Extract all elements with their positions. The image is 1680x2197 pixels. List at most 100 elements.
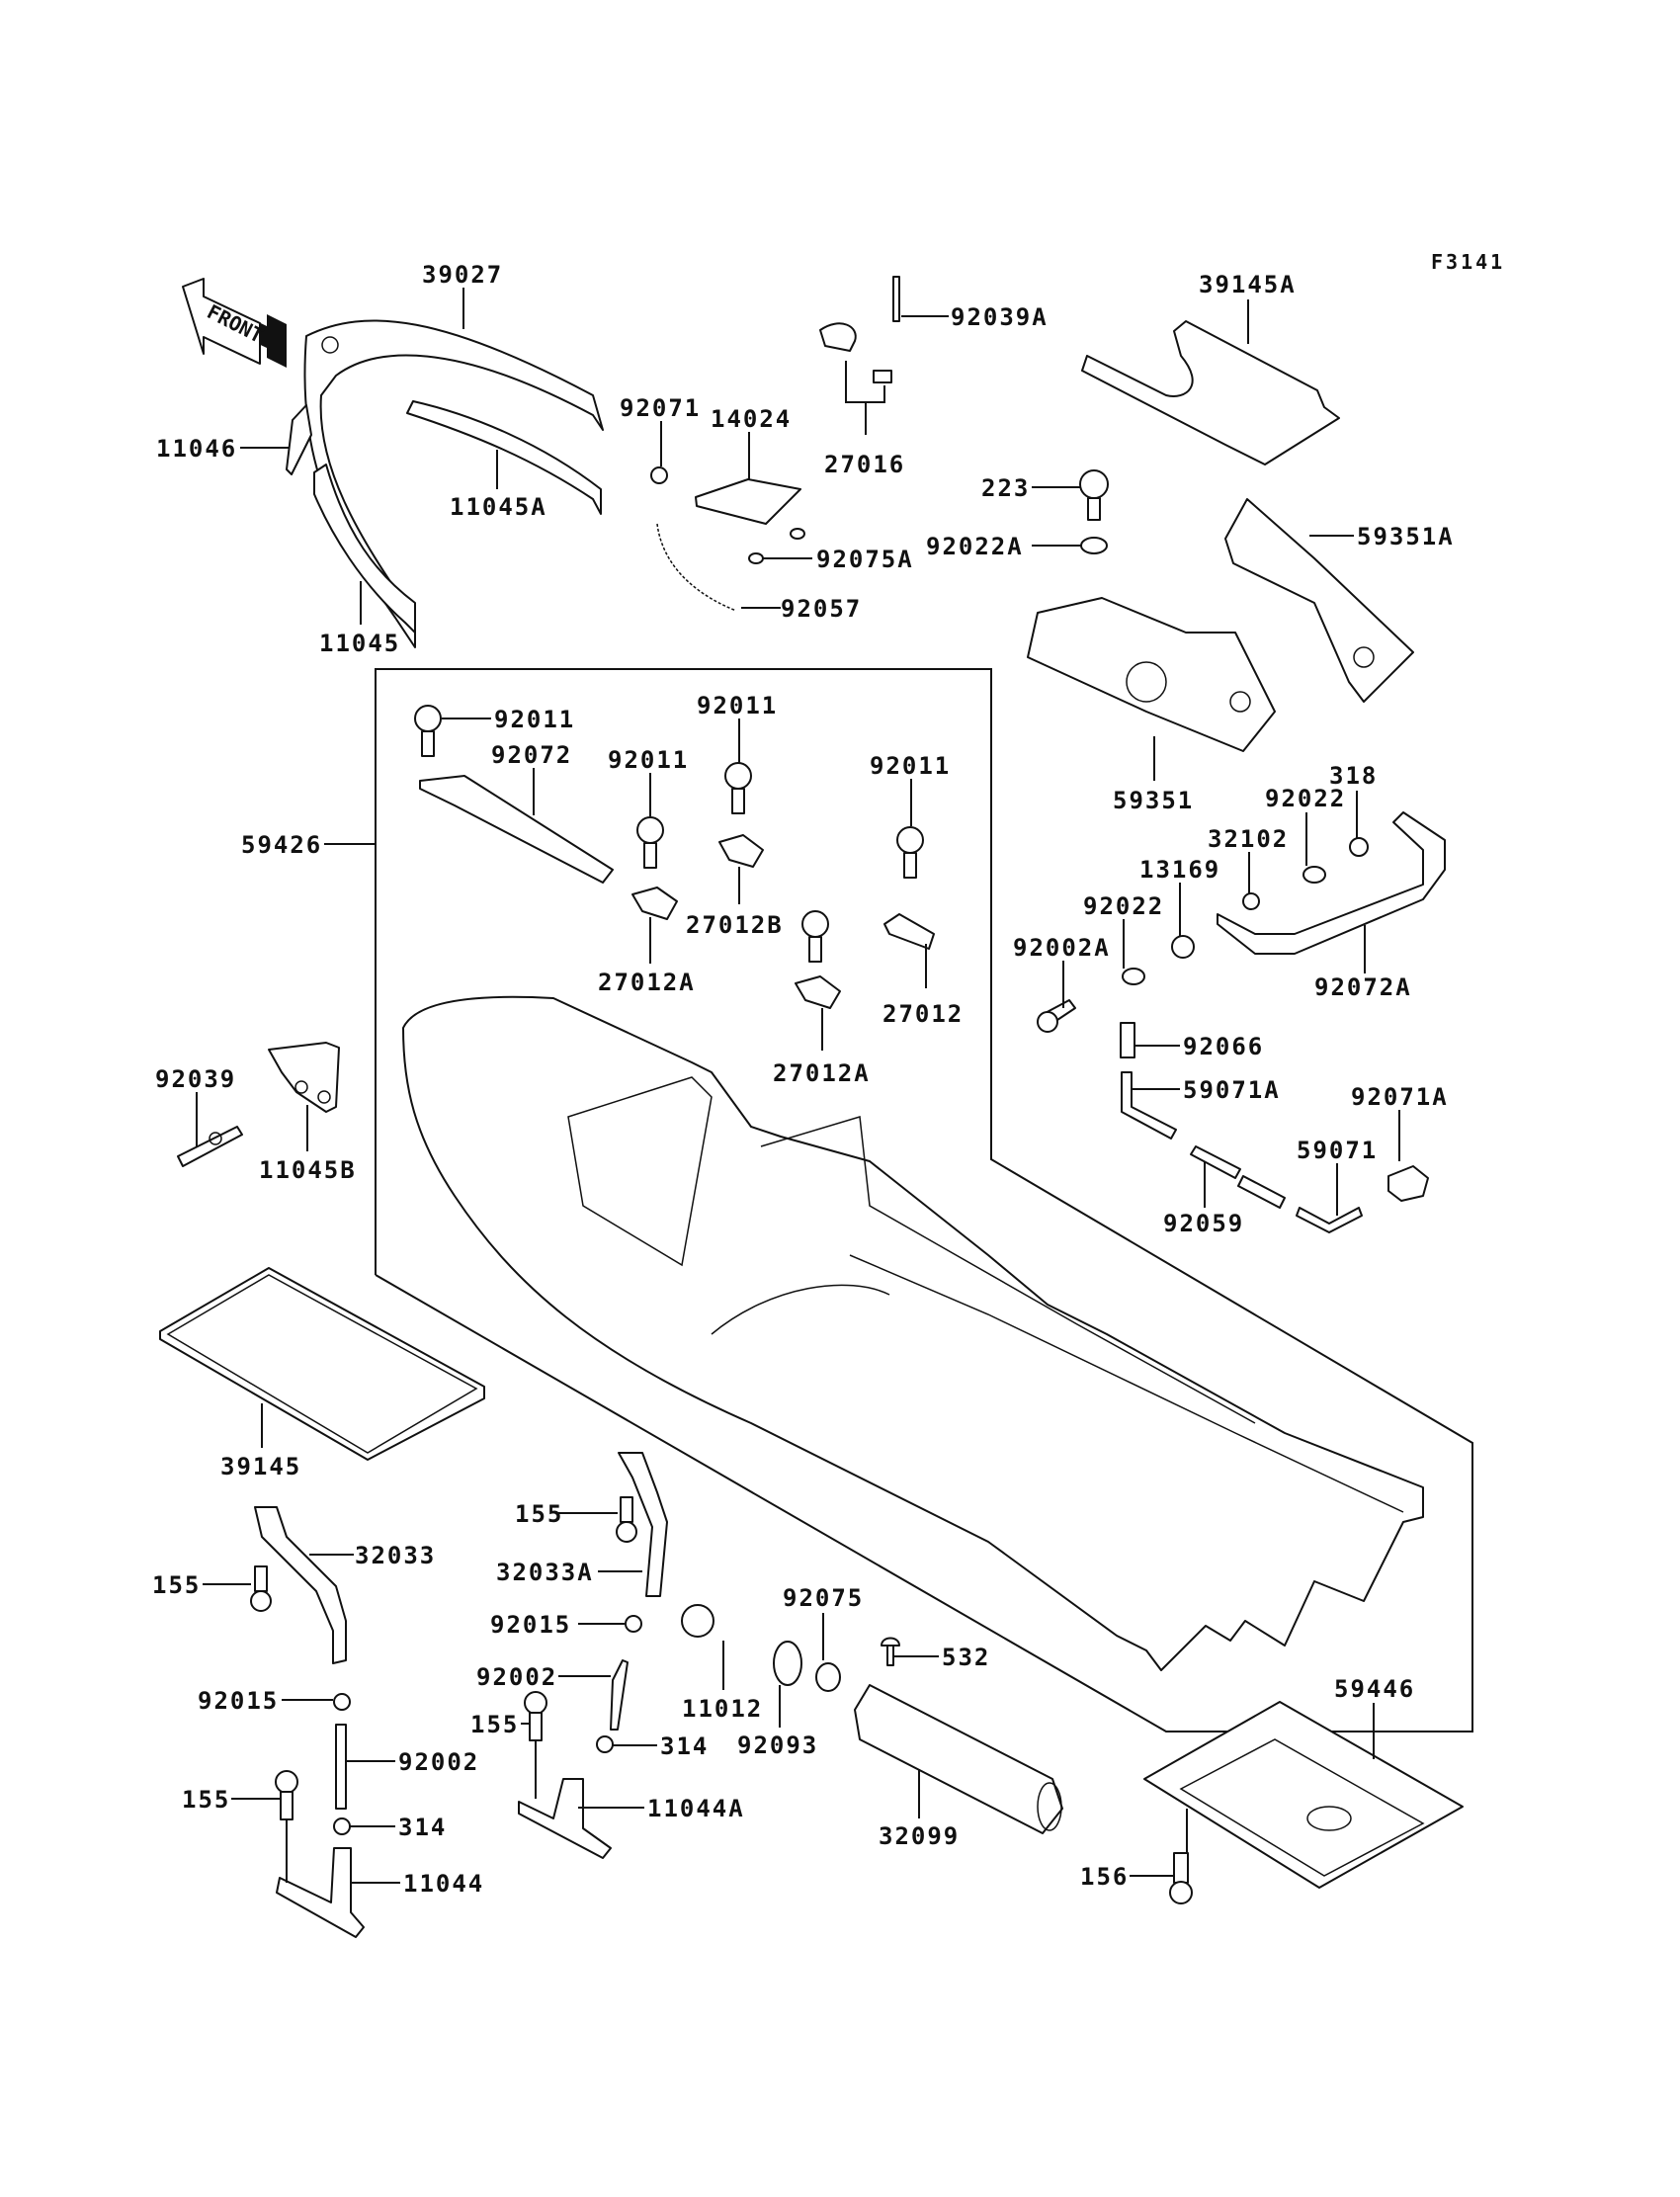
rail-39027 xyxy=(303,319,604,648)
pin-92039 xyxy=(177,1126,243,1167)
cap-92075a-2 xyxy=(748,552,764,564)
label-92002a: 92002A xyxy=(1013,934,1111,962)
label-314-1: 314 xyxy=(660,1732,709,1760)
fitting-92066 xyxy=(1120,1022,1135,1058)
label-59071a: 59071A xyxy=(1183,1076,1281,1104)
label-92039: 92039 xyxy=(155,1065,236,1093)
washer-92022-upper xyxy=(1302,866,1326,884)
collar-13169 xyxy=(1171,935,1195,959)
chain-92057 xyxy=(656,523,737,612)
label-92022a: 92022A xyxy=(926,533,1024,560)
label-92071: 92071 xyxy=(620,394,701,422)
label-32099: 32099 xyxy=(879,1822,960,1850)
label-92039a: 92039A xyxy=(951,303,1049,331)
label-156: 156 xyxy=(1080,1863,1129,1891)
label-39027: 39027 xyxy=(422,261,503,289)
label-11044: 11044 xyxy=(403,1870,484,1898)
label-59071: 59071 xyxy=(1297,1137,1378,1164)
label-27016: 27016 xyxy=(824,451,905,478)
stay-11044 xyxy=(276,1847,365,1938)
label-314-2: 314 xyxy=(398,1814,447,1841)
bolt-155-group xyxy=(250,1496,637,1820)
label-11045: 11045 xyxy=(319,630,400,657)
label-92015-1: 92015 xyxy=(490,1611,571,1639)
plate-59446 xyxy=(1143,1701,1464,1889)
mat-39145 xyxy=(159,1267,485,1461)
grommet-92071 xyxy=(650,466,668,484)
label-92071a: 92071A xyxy=(1351,1083,1449,1111)
fitting-11012 xyxy=(681,1604,714,1638)
front-arrow-icon: FRONT xyxy=(182,278,287,368)
bushing-32102 xyxy=(1242,892,1260,910)
screw-223 xyxy=(1079,469,1109,499)
label-92022-2: 92022 xyxy=(1083,892,1164,920)
cover-59351a xyxy=(1224,498,1414,703)
label-27012a-1: 27012A xyxy=(598,969,696,996)
strip-11045 xyxy=(313,464,416,634)
connector-92071a xyxy=(1387,1165,1429,1202)
hull-59426 xyxy=(402,995,1424,1671)
washer-92022a xyxy=(1080,537,1108,554)
label-13169: 13169 xyxy=(1139,856,1220,884)
label-27012a-2: 27012A xyxy=(773,1059,871,1087)
figure-id: F3141 xyxy=(1431,250,1505,274)
nut-stud-group xyxy=(333,1615,642,1835)
tube-32099 xyxy=(854,1684,1063,1834)
label-11045b: 11045B xyxy=(259,1156,357,1184)
group-label-59426: 59426 xyxy=(241,831,322,859)
label-11012: 11012 xyxy=(682,1695,763,1723)
label-92059: 92059 xyxy=(1163,1210,1244,1237)
callout-labels: 39027 11046 11045A 11045 92071 14024 920… xyxy=(152,261,1455,1898)
nut-318 xyxy=(1349,837,1369,857)
label-223: 223 xyxy=(981,474,1030,502)
stay-11044a xyxy=(518,1778,612,1859)
label-92066: 92066 xyxy=(1183,1033,1264,1060)
hull-group-frame xyxy=(375,668,1473,1732)
label-32102: 32102 xyxy=(1208,825,1289,853)
bracket-11046 xyxy=(286,404,312,475)
label-92011-3: 92011 xyxy=(697,692,778,719)
label-27012b: 27012B xyxy=(686,911,784,939)
pin-92039a xyxy=(892,276,900,322)
handle-92072a xyxy=(1217,811,1446,955)
hardware-cluster-59426 xyxy=(414,705,935,1009)
label-59446: 59446 xyxy=(1334,1675,1415,1703)
strip-11045a xyxy=(406,400,602,515)
label-92072a: 92072A xyxy=(1314,973,1412,1001)
cover-59351 xyxy=(1027,597,1276,752)
label-155-3: 155 xyxy=(152,1571,201,1599)
bolt-156 xyxy=(1173,1852,1189,1884)
bracket-11045b xyxy=(268,1042,340,1113)
hose-92059-1 xyxy=(1190,1145,1241,1179)
label-14024: 14024 xyxy=(711,405,792,433)
cap-92075a-1 xyxy=(790,528,805,540)
label-11046: 11046 xyxy=(156,435,237,463)
plate-14024 xyxy=(695,478,801,525)
label-59351: 59351 xyxy=(1113,787,1194,814)
cap-92075 xyxy=(815,1662,841,1692)
label-92057: 92057 xyxy=(781,595,862,623)
label-92022-1: 92022 xyxy=(1265,785,1346,812)
rivet-532 xyxy=(881,1637,900,1666)
label-59351a: 59351A xyxy=(1357,523,1455,550)
label-92072: 92072 xyxy=(491,741,572,769)
label-532: 532 xyxy=(942,1644,990,1671)
mat-39145a xyxy=(1081,320,1340,465)
hose-92059-2 xyxy=(1237,1175,1286,1209)
washer-92022-lower xyxy=(1122,968,1145,985)
label-92011-4: 92011 xyxy=(870,752,951,780)
label-92002-1: 92002 xyxy=(476,1663,557,1691)
pipe-59071a xyxy=(1121,1071,1177,1140)
label-155-4: 155 xyxy=(182,1786,230,1814)
label-155-2: 155 xyxy=(470,1711,519,1738)
label-92002-2: 92002 xyxy=(398,1748,479,1776)
label-39145a: 39145A xyxy=(1199,271,1297,298)
ring-92093 xyxy=(773,1641,802,1686)
label-318: 318 xyxy=(1329,762,1378,790)
bracket-27016 xyxy=(873,370,892,383)
cap-27016 xyxy=(819,322,857,352)
label-39145: 39145 xyxy=(220,1453,301,1480)
label-11045a: 11045A xyxy=(450,493,547,521)
label-92093: 92093 xyxy=(737,1732,818,1759)
